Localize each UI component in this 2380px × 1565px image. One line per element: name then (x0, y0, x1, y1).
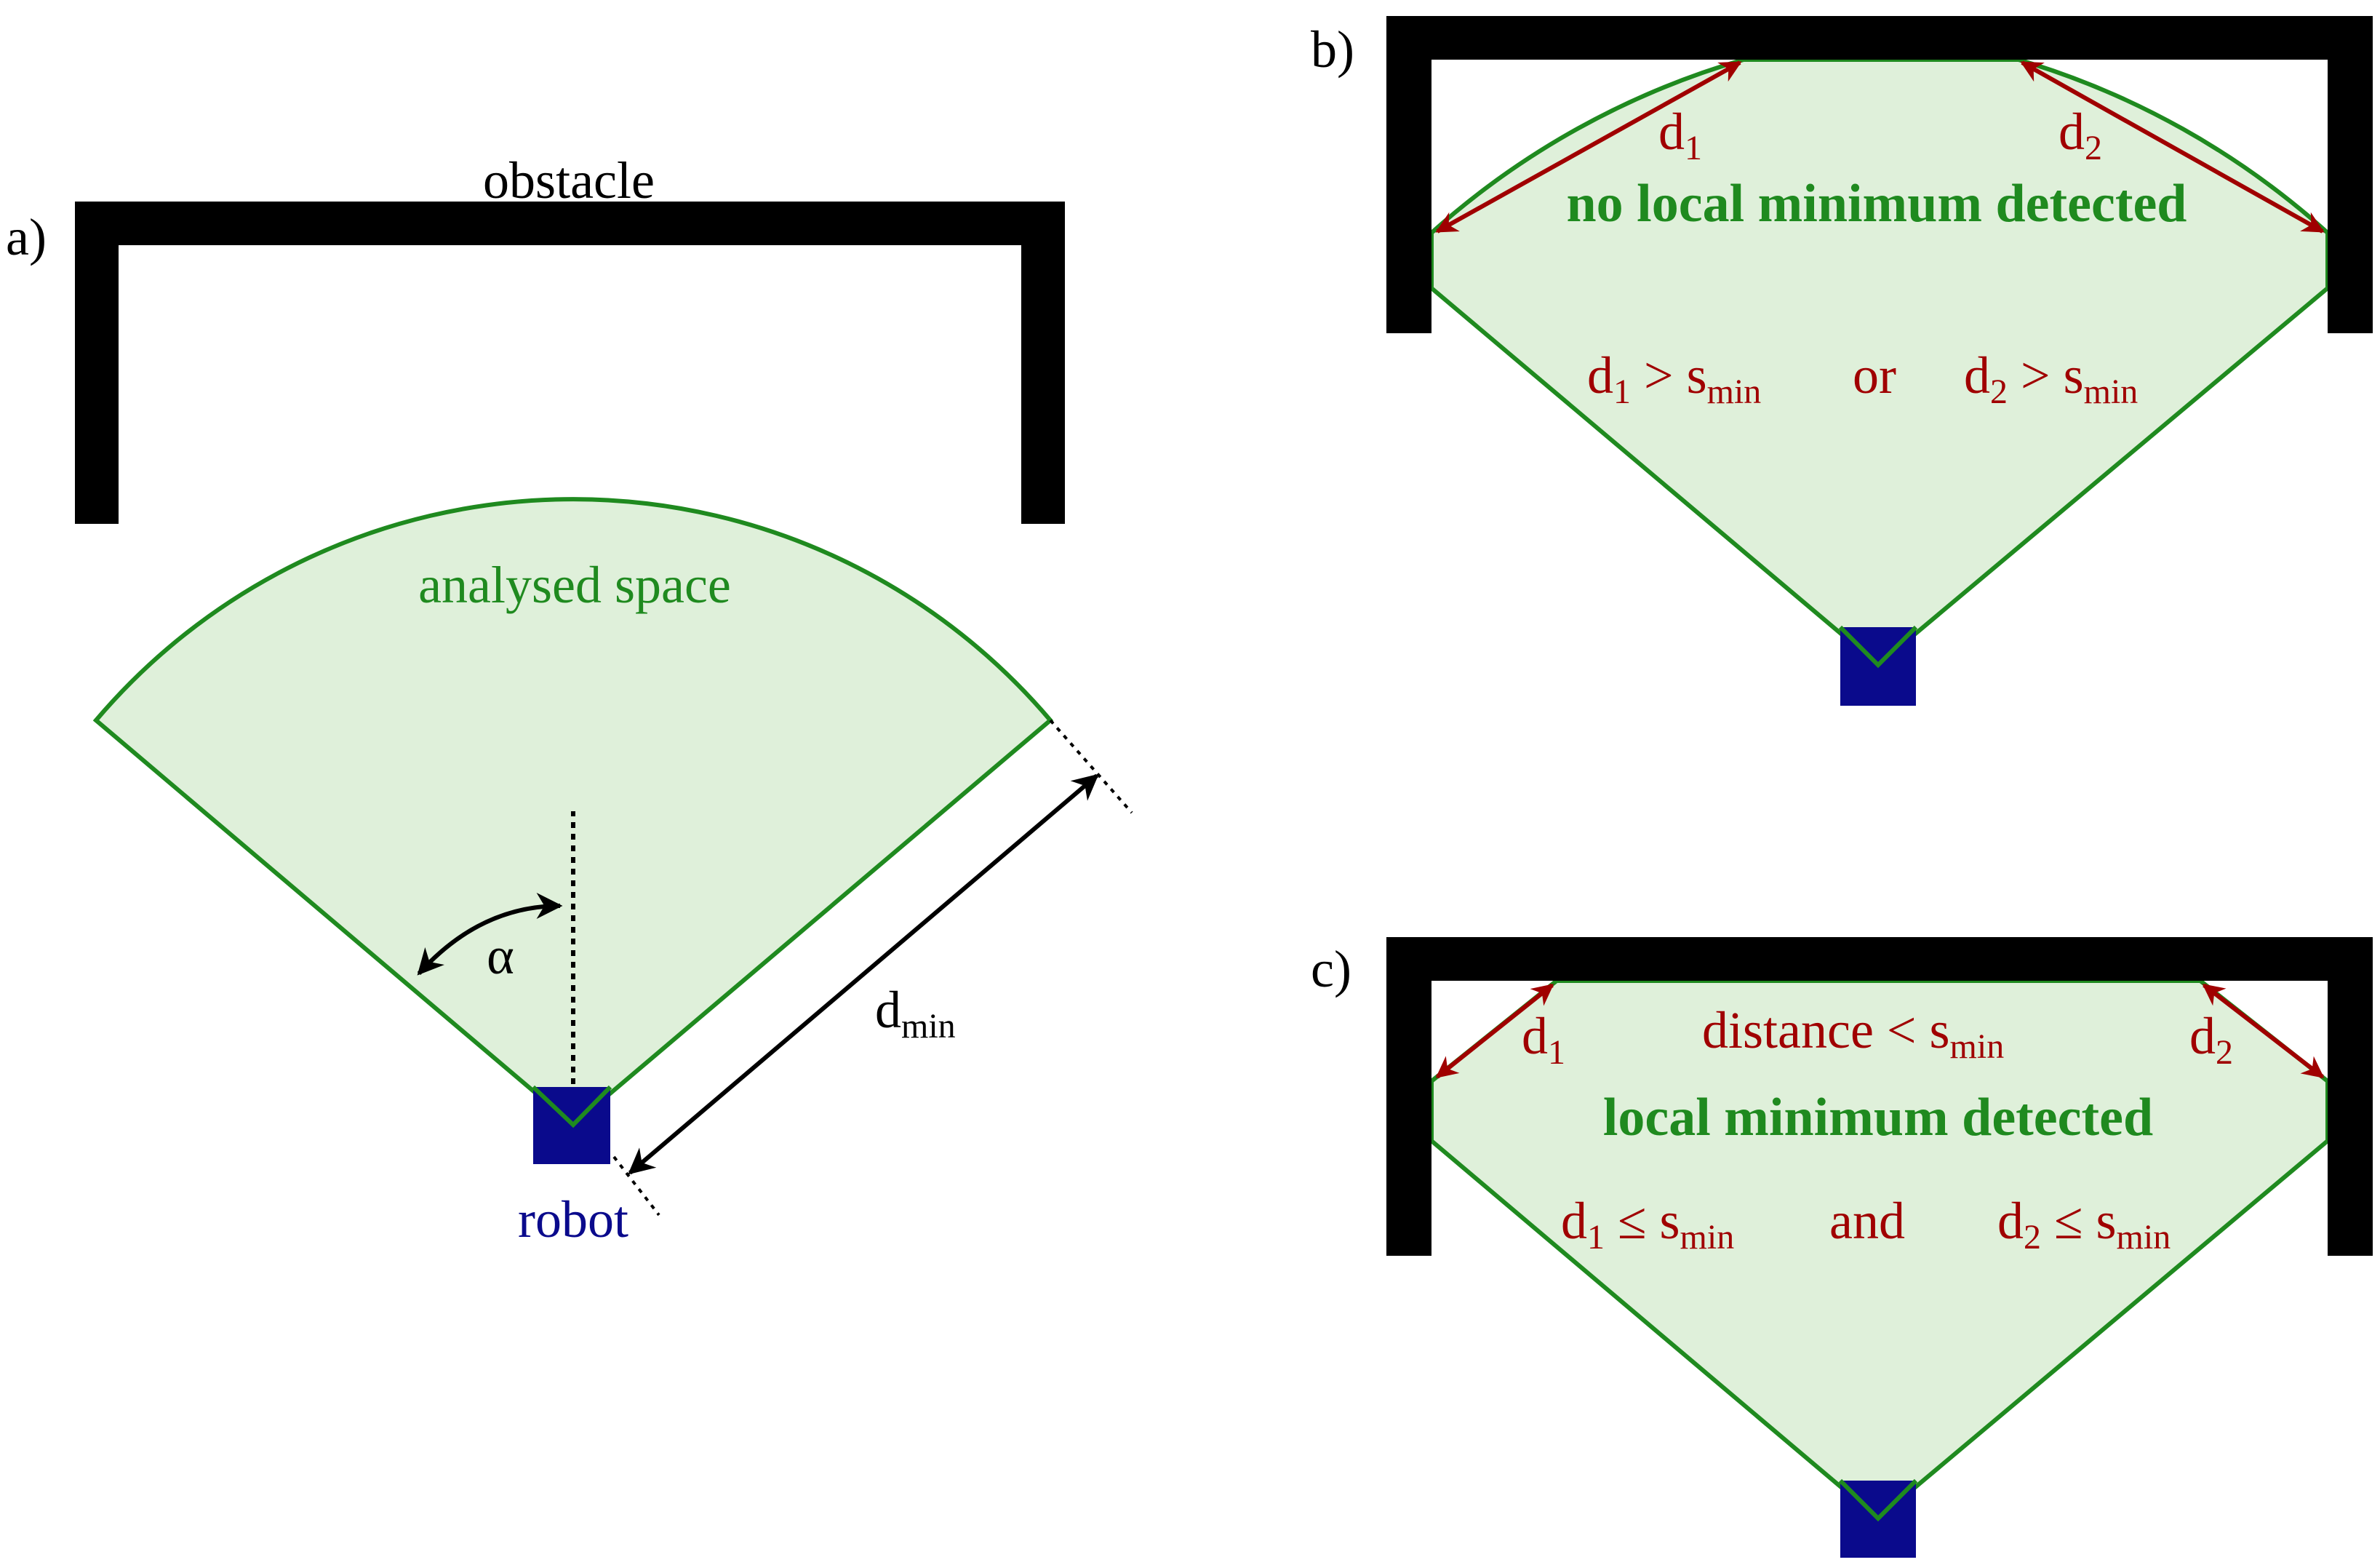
analysed-space-label: analysed space (418, 556, 731, 614)
panel-b-label: b) (1311, 20, 1354, 79)
panel-b: b) d1 d2 no local minimum detected d1 > … (1311, 16, 2373, 706)
d2-label-c: d2 (2189, 1007, 2233, 1072)
panel-c: c) d1 d2 distance < smin local minimum d… (1311, 937, 2373, 1558)
d2-arrow-b (2020, 60, 2325, 234)
d1-arrow-b (1435, 60, 1742, 234)
d2-arrow-c (2202, 983, 2325, 1079)
d2-label-b: d2 (2058, 103, 2102, 167)
dimension-extension-top (1049, 719, 1133, 814)
obstacle-label: obstacle (483, 151, 655, 210)
panel-c-label: c) (1311, 940, 1351, 998)
angle-arc (417, 893, 563, 976)
panel-a: a) obstacle analysed space robot α dmin (6, 151, 1133, 1249)
status-text-c: local minimum detected (1603, 1088, 2153, 1147)
d1-label-c: d1 (1522, 1007, 1565, 1072)
robot-label: robot (518, 1190, 628, 1249)
obstacle-b (1386, 16, 2373, 333)
angle-label: α (487, 927, 514, 985)
panel-a-label: a) (6, 208, 47, 266)
obstacle-a (75, 202, 1065, 524)
status-text-b: no local minimum detected (1567, 174, 2187, 234)
d1-label-b: d1 (1658, 103, 1702, 167)
dmin-arrow (628, 773, 1099, 1175)
dimension-extension-bottom (612, 1155, 660, 1216)
d1-arrow-c (1435, 983, 1554, 1079)
obstacle-c (1386, 937, 2373, 1256)
dmin-label: dmin (875, 981, 956, 1046)
distance-text-c: distance < smin (1702, 1001, 2004, 1066)
